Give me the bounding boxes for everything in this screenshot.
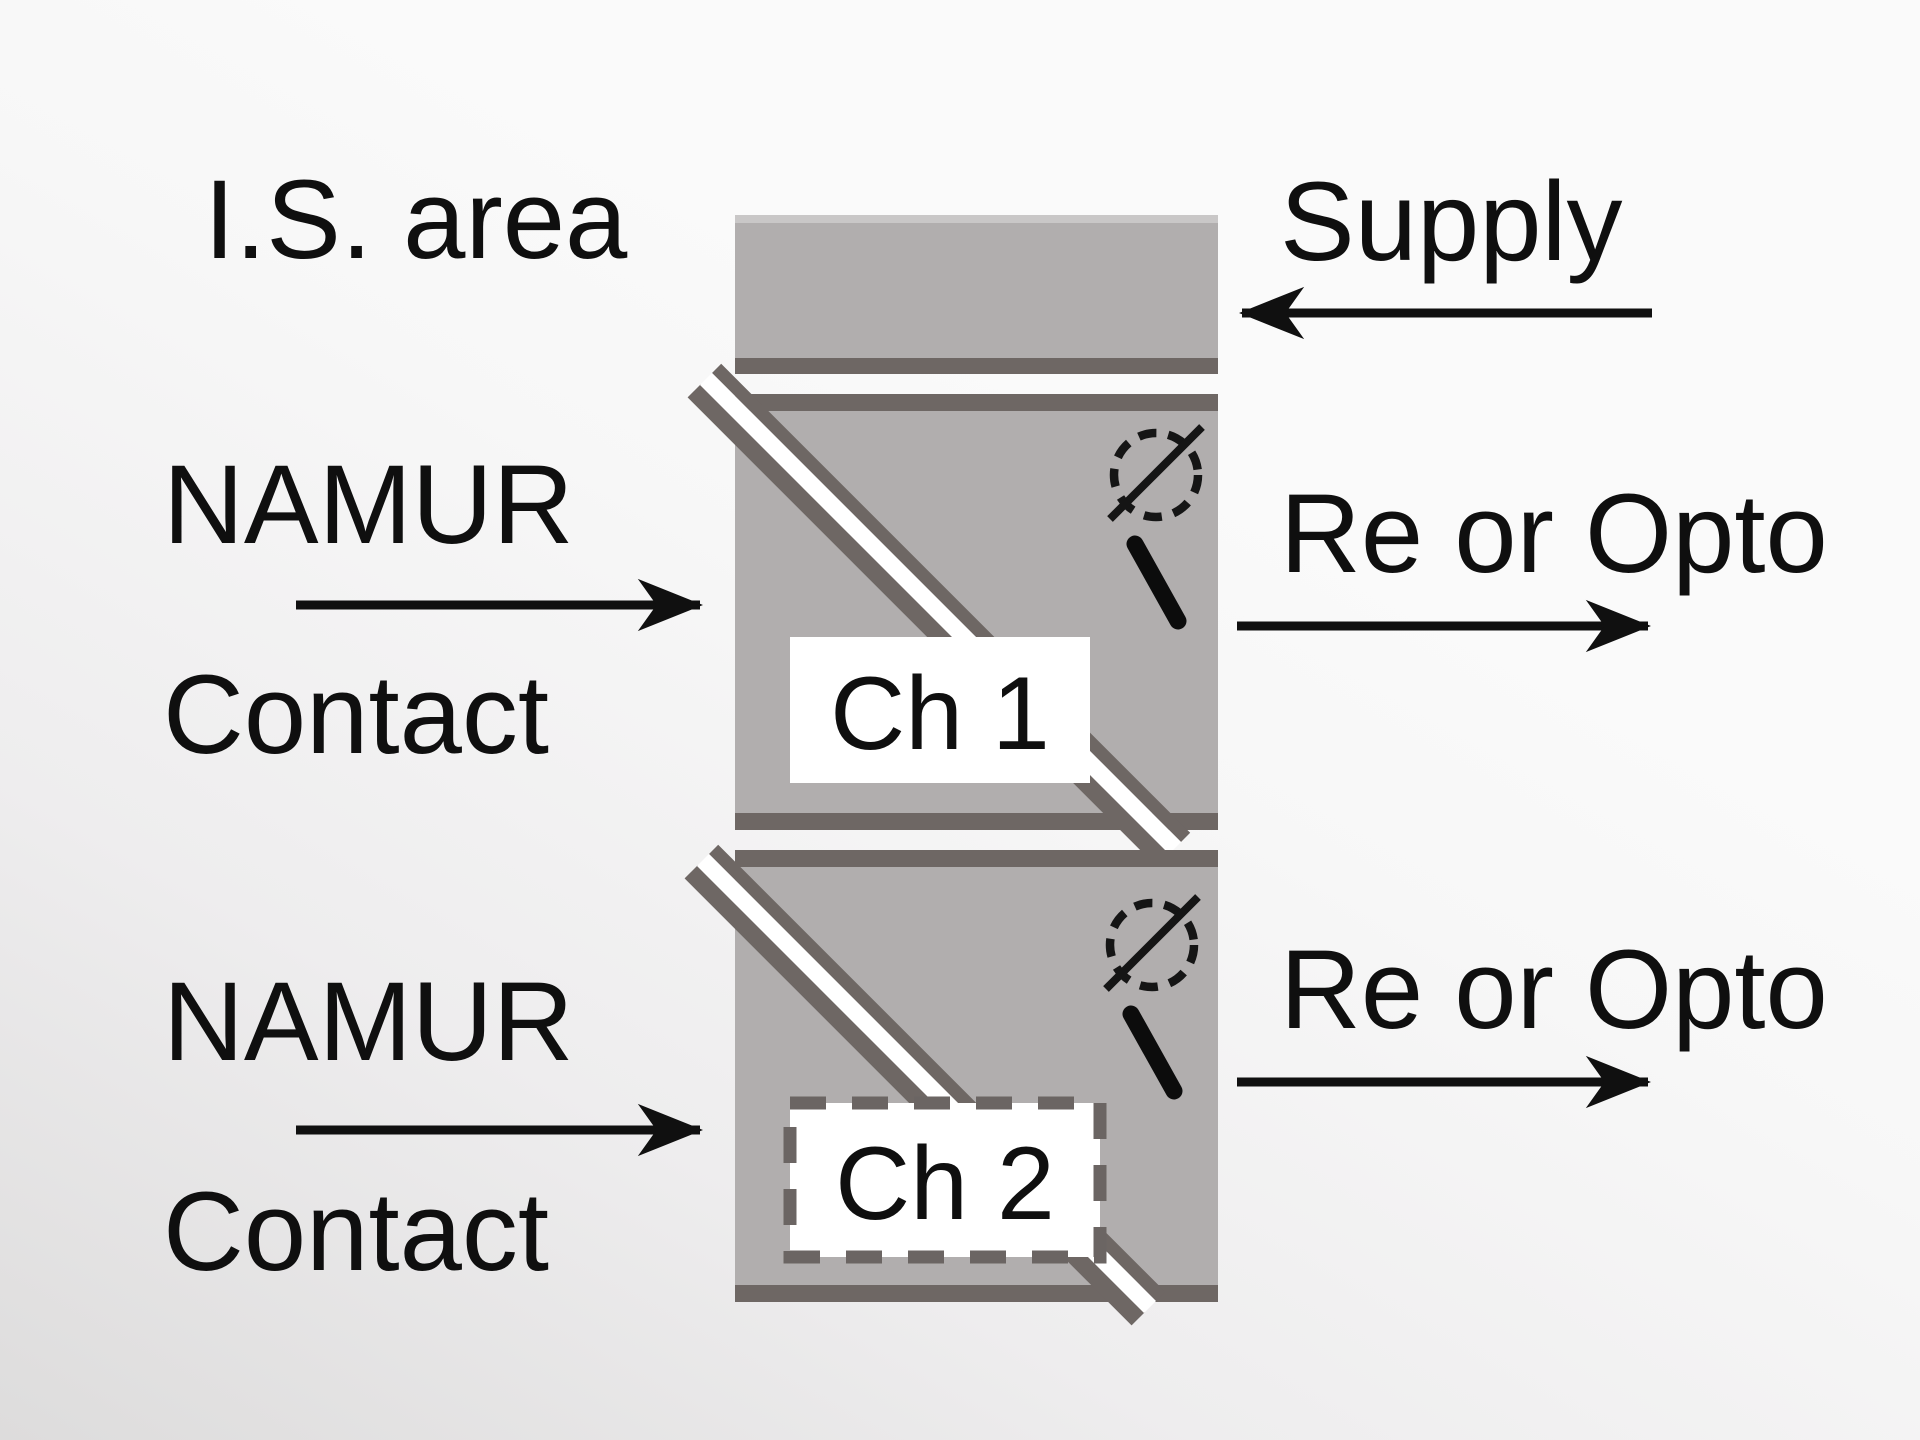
is-area-label: I.S. area <box>204 157 628 282</box>
isolation-stripe-highlight <box>699 372 1182 855</box>
channel-2-label-box <box>783 1096 1107 1264</box>
switch-symbol-ch2 <box>1103 894 1201 1100</box>
switch-lever-icon <box>1126 535 1187 630</box>
supply-block-top-highlight <box>735 215 1218 223</box>
channel-2-label: Ch 2 <box>835 1126 1055 1242</box>
isolation-stripe-edge-upper <box>712 363 1191 842</box>
supply-block <box>735 215 1218 374</box>
switch-symbol-ch1 <box>1107 424 1205 630</box>
switch-circle-icon <box>1109 428 1203 522</box>
channel-1-top-border <box>735 394 1218 411</box>
supply-block-body <box>735 215 1218 358</box>
supply-label: Supply <box>1280 159 1622 284</box>
switch-circle-icon <box>1105 898 1199 992</box>
channel-1-bottom-border <box>735 813 1218 830</box>
switch-lever-icon <box>1122 1005 1183 1100</box>
switch-slash-icon <box>1103 894 1201 992</box>
switch-slash-icon <box>1107 424 1205 522</box>
contact-label-ch1: Contact <box>163 652 549 777</box>
channel-2-block: Ch 2 <box>684 844 1218 1326</box>
output-label-ch1: Re or Opto <box>1280 471 1828 596</box>
output-label-ch2: Re or Opto <box>1280 927 1828 1052</box>
channel-1-block: Ch 1 <box>687 363 1218 867</box>
contact-label-ch2: Contact <box>163 1169 549 1294</box>
channel-1-label: Ch 1 <box>830 656 1050 772</box>
supply-block-bottom-border <box>735 358 1218 374</box>
namur-label-ch2: NAMUR <box>163 959 574 1084</box>
channel-2-top-border <box>735 850 1218 867</box>
namur-label-ch1: NAMUR <box>163 442 574 567</box>
channel-1-label-box <box>790 637 1090 783</box>
